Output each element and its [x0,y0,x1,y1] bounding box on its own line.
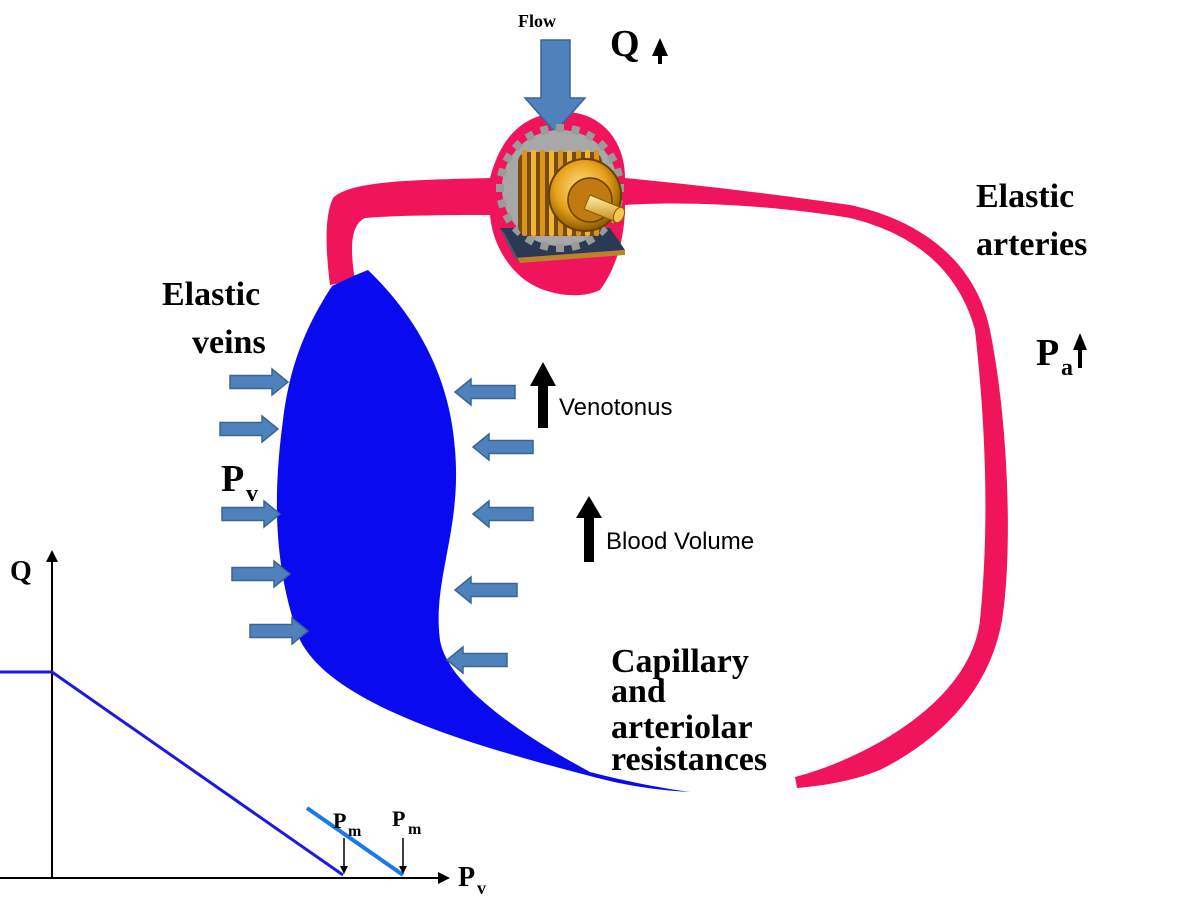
venous-return-curve-shifted [305,806,405,877]
blood-volume-label: Blood Volume [606,528,754,555]
pressure-arrow [249,616,310,646]
pressure-arrows-right [445,377,534,675]
up-arrow-icon [576,496,602,562]
graph-x-label-subscript: v [477,878,486,898]
pv-subscript: v [246,481,258,507]
pressure-arrow [471,499,534,529]
pm-marker-arrowhead-1 [340,866,348,874]
pressure-arrow [229,367,290,397]
vein-vessel [276,270,690,792]
elastic-arteries-label-1: Elastic [976,178,1074,215]
venous-return-graph: Q P v P m P m [0,550,486,898]
pm-label-1-subscript: m [348,823,362,840]
capillary-label-3: arteriolar [611,709,753,746]
graph-x-axis-arrowhead [438,872,450,884]
up-arrow-icon [1073,333,1087,368]
pv-label: P [221,458,244,500]
pressure-arrow [453,575,518,605]
up-arrow-icon [652,38,668,64]
venous-return-curve-baseline [0,670,344,877]
up-arrow-icon [530,362,556,428]
elastic-veins-label-1: Elastic [162,276,260,313]
venotonus-label: Venotonus [559,394,672,421]
graph-x-label: P [458,862,475,893]
artery-vessel [326,111,1008,788]
q-label: Q [610,23,640,65]
graph-y-axis-arrowhead [46,550,58,562]
pressure-arrow [221,499,282,529]
pressure-arrow [231,559,292,589]
capillary-label-4: resistances [611,741,767,778]
motor-icon [496,124,626,263]
pressure-arrow [453,377,516,407]
pressure-arrows-left [219,367,310,646]
pm-label-2-subscript: m [408,821,422,838]
elastic-veins-label-2: veins [192,324,266,361]
graph-y-label: Q [10,556,32,587]
pm-label-1: P [333,808,346,833]
pressure-arrow [219,414,280,444]
capillary-label-1: Capillary [611,643,749,680]
pressure-arrow [445,645,508,675]
flow-label: Flow [518,11,556,31]
pm-label-2: P [392,806,405,831]
pressure-arrow [471,432,534,462]
pm-marker-arrowhead-2 [399,866,407,874]
pa-subscript: a [1061,355,1073,381]
pa-label: P [1036,332,1059,374]
elastic-arteries-label-2: arteries [976,226,1087,263]
capillary-label-2: and [611,673,666,710]
flow-arrow [523,39,587,134]
